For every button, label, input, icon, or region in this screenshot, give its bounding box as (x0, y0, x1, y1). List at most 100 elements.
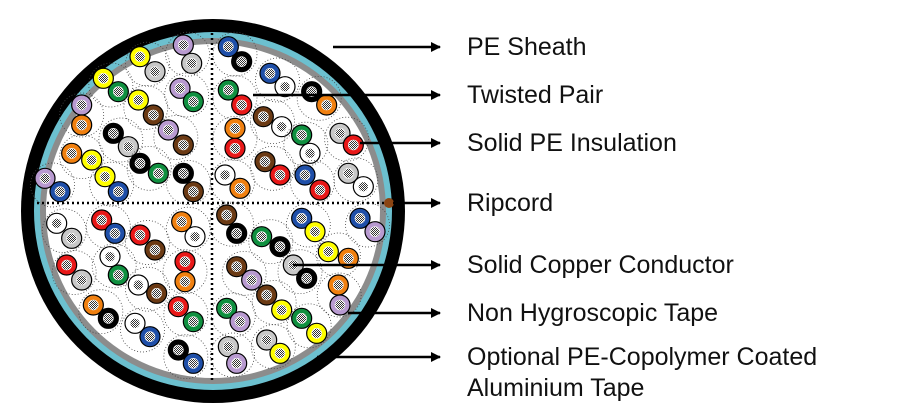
pair-binder (296, 75, 342, 121)
copper-conductor (279, 81, 291, 92)
twisted-pair (165, 31, 210, 77)
twisted-pair (163, 334, 209, 380)
copper-conductor (66, 233, 77, 244)
twisted-pair (59, 92, 105, 138)
pair-binder (251, 280, 297, 325)
copper-conductor (188, 358, 199, 369)
copper-conductor (96, 214, 107, 226)
twisted-pair (283, 121, 329, 167)
copper-conductor (178, 39, 189, 51)
copper-conductor (133, 94, 144, 106)
copper-conductor (151, 288, 162, 299)
pair-binder (98, 117, 144, 163)
copper-conductor (134, 51, 146, 62)
copper-conductor (109, 228, 121, 239)
pair-binder (126, 145, 172, 191)
twisted-pair (250, 324, 296, 370)
leader-arrows (253, 42, 441, 362)
pair-binder (210, 159, 255, 205)
copper-conductor (219, 169, 231, 181)
copper-conductor (51, 218, 62, 229)
pair-binder (59, 134, 105, 180)
label-pe-sheath: PE Sheath (467, 33, 587, 61)
copper-conductor (343, 168, 354, 179)
twisted-pair (255, 57, 300, 103)
copper-conductor (299, 169, 311, 181)
copper-conductor (66, 148, 77, 159)
twisted-pair (212, 31, 258, 77)
copper-conductor (99, 171, 111, 182)
pair-binder (345, 202, 390, 248)
label-solid-pe-insulation: Solid PE Insulation (467, 129, 677, 157)
twisted-pair (164, 72, 210, 118)
copper-conductor (314, 184, 326, 196)
pair-binder (212, 75, 258, 120)
twisted-pair (165, 160, 211, 205)
copper-conductor (134, 229, 146, 241)
copper-conductor (178, 139, 189, 151)
copper-conductor (179, 256, 191, 267)
pair-binder (163, 291, 209, 337)
pair-binder (164, 72, 210, 118)
label-solid-copper-conductor: Solid Copper Conductor (467, 251, 734, 279)
copper-conductor (229, 123, 241, 134)
twisted-pair (221, 250, 267, 296)
pair-binder (163, 334, 209, 380)
copper-conductor (223, 41, 234, 52)
copper-conductor (276, 304, 287, 316)
copper-conductor (259, 156, 271, 167)
pair-binder (125, 220, 170, 265)
twisted-pair (316, 272, 362, 318)
copper-conductor (348, 139, 359, 151)
copper-conductor (358, 181, 369, 192)
copper-conductor (256, 231, 267, 242)
twisted-pair (88, 62, 134, 108)
copper-conductor (188, 186, 199, 197)
ripcord (384, 198, 394, 208)
copper-conductor (163, 124, 174, 136)
label-aluminium-tape-line1: Optional PE-Copolymer Coated (467, 343, 818, 371)
pair-binder (324, 116, 370, 162)
twisted-pair (59, 134, 105, 180)
twisted-pair (286, 303, 332, 349)
copper-conductor (153, 168, 164, 179)
copper-conductor (261, 334, 272, 346)
pair-binder (283, 121, 329, 167)
pair-binder (59, 92, 105, 138)
pair-binder (316, 272, 362, 318)
pair-binder (85, 204, 131, 250)
copper-conductor (133, 279, 144, 291)
pair-binder (210, 332, 255, 378)
copper-conductor (296, 213, 307, 224)
pair-binder (30, 162, 75, 208)
pair-binder (250, 324, 296, 370)
copper-conductor (76, 274, 87, 286)
pair-binder (255, 57, 300, 103)
pair-binder (162, 249, 208, 295)
copper-conductor (296, 313, 307, 324)
copper-conductor (39, 173, 51, 184)
copper-conductor (231, 228, 242, 239)
twisted-pair (123, 85, 169, 130)
copper-conductor (234, 183, 246, 194)
copper-conductor (229, 143, 241, 154)
twisted-pair (324, 116, 370, 162)
copper-conductor (61, 259, 72, 271)
copper-conductor (304, 148, 316, 159)
pair-binder (209, 201, 255, 247)
pair-binder (125, 266, 170, 312)
copper-conductor (309, 226, 321, 237)
copper-conductor (274, 169, 286, 181)
copper-conductor (98, 73, 109, 84)
twisted-pair (250, 99, 295, 145)
copper-conductor (54, 186, 66, 197)
twisted-pair (248, 219, 294, 265)
twisted-pair (251, 280, 297, 325)
copper-conductor (88, 299, 99, 311)
copper-conductor (178, 168, 189, 179)
twisted-pair (212, 75, 258, 120)
pair-binder (123, 85, 169, 130)
pair-binder (120, 307, 165, 353)
copper-conductor (176, 216, 187, 227)
pair-binder (315, 232, 361, 278)
